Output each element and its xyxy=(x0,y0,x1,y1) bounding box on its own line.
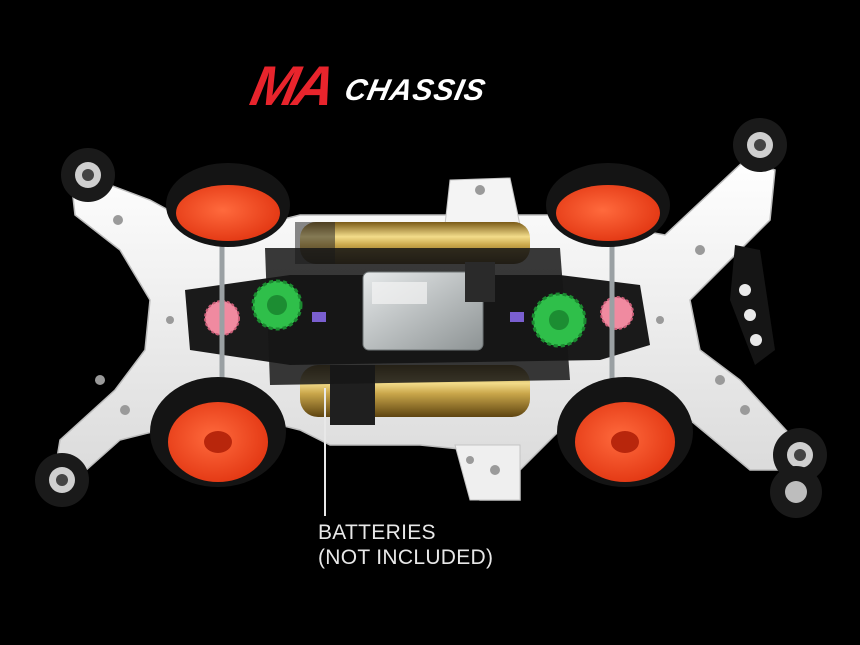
roller-strip xyxy=(730,245,775,365)
callout-line-1: BATTERIES xyxy=(318,521,436,544)
motor-icon xyxy=(362,262,495,351)
wheel-icon xyxy=(150,163,693,487)
logo-prefix: MA xyxy=(245,54,338,117)
callout-line-2: (NOT INCLUDED) xyxy=(318,546,494,569)
batteries-callout: BATTERIES (NOT INCLUDED) xyxy=(318,520,493,570)
logo-suffix: CHASSIS xyxy=(341,74,490,107)
ma-chassis-logo: MA CHASSIS xyxy=(245,54,489,117)
roller-icon xyxy=(35,118,827,518)
gear-icon xyxy=(204,279,634,348)
